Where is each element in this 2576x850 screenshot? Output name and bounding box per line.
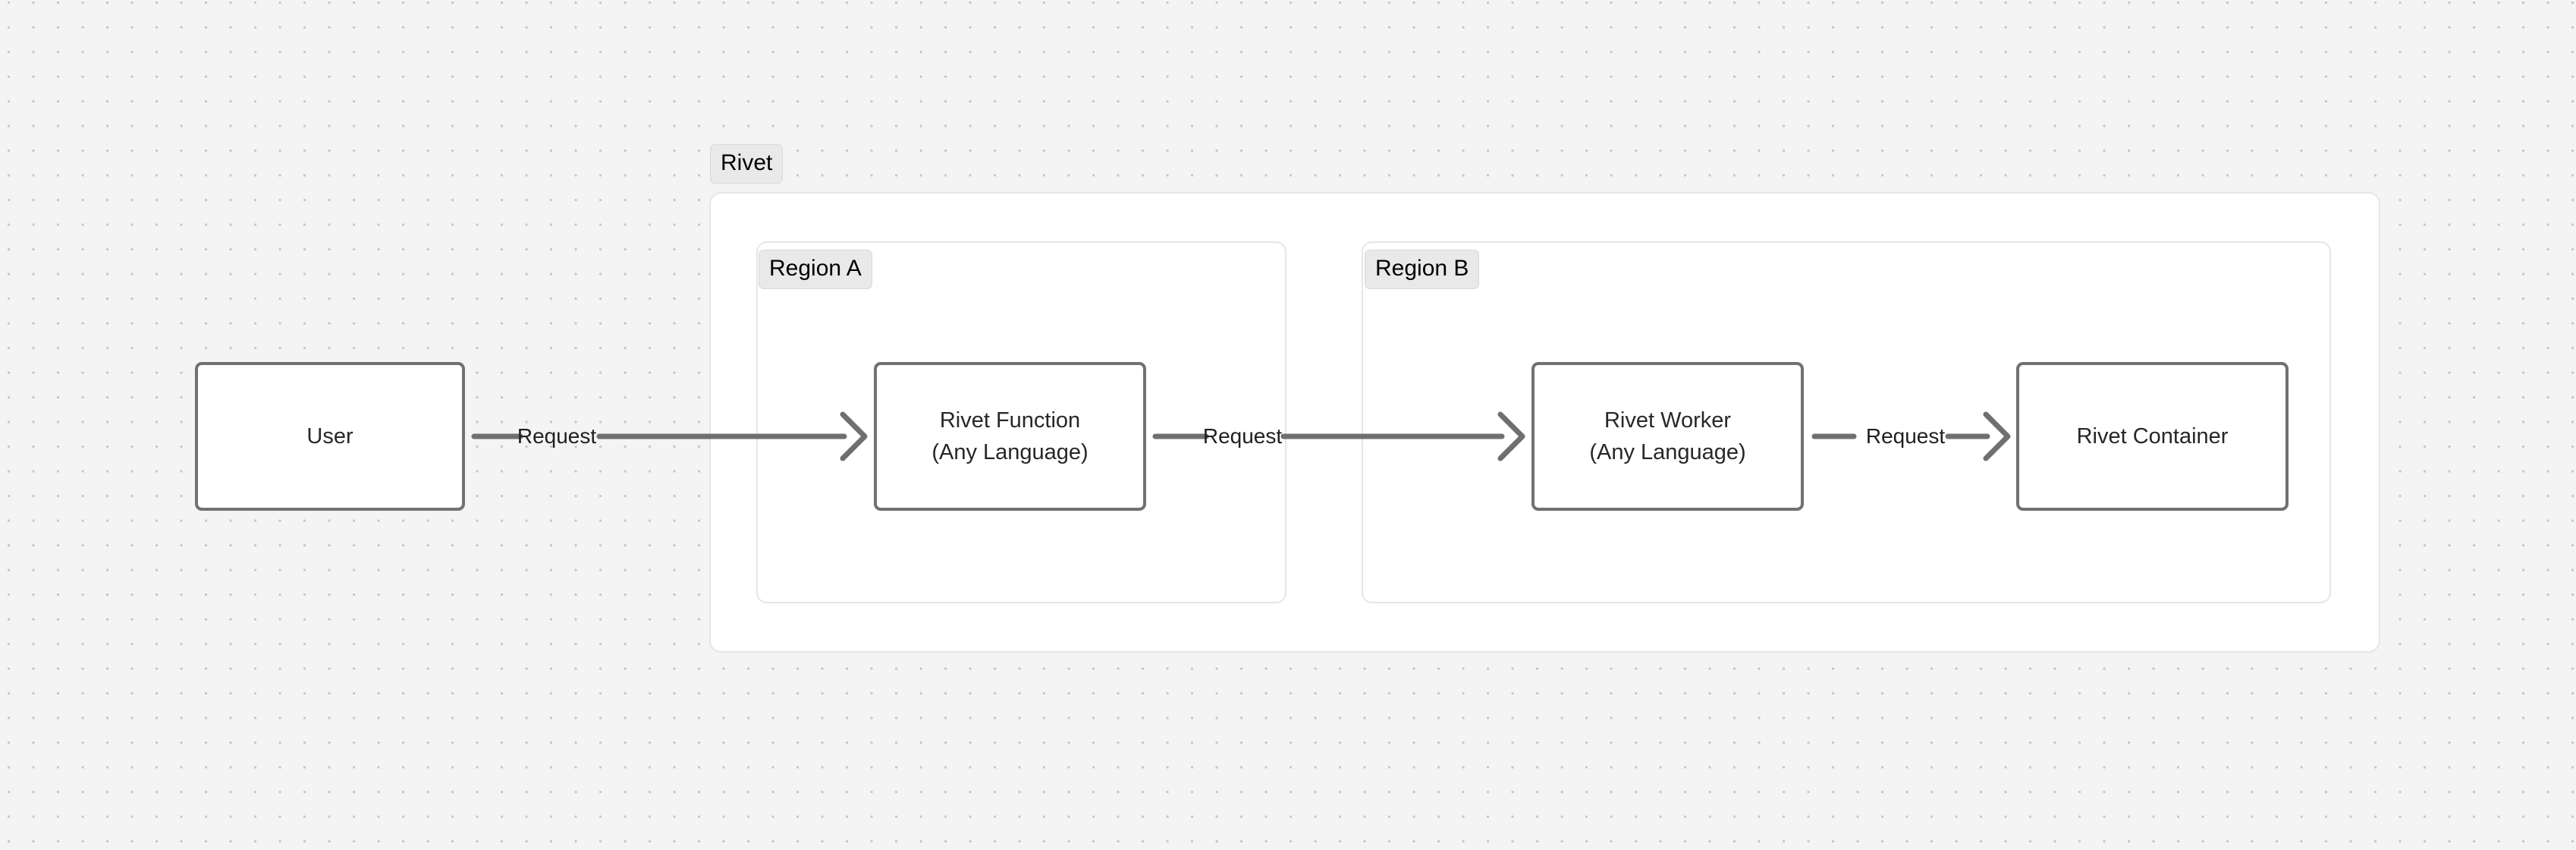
node-rivet-worker-line2: (Any Language) <box>1589 440 1746 464</box>
node-rivet-container-line1: Rivet Container <box>2076 423 2229 449</box>
edge-label-request-3: Request <box>1865 424 1946 448</box>
group-label-region-a: Region A <box>759 250 872 289</box>
node-user[interactable]: User <box>195 362 465 511</box>
node-rivet-worker-line1: Rivet Worker <box>1604 408 1732 433</box>
node-rivet-function-line2: (Any Language) <box>931 440 1089 464</box>
group-label-rivet: Rivet <box>710 144 784 184</box>
group-label-region-b: Region B <box>1365 250 1480 289</box>
node-user-line1: User <box>306 423 353 449</box>
edge-label-request-2: Request <box>1202 424 1283 448</box>
edge-label-request-1: Request <box>517 424 597 448</box>
node-rivet-worker[interactable]: Rivet Worker (Any Language) <box>1531 362 1804 511</box>
node-rivet-container[interactable]: Rivet Container <box>2016 362 2289 511</box>
node-rivet-function[interactable]: Rivet Function (Any Language) <box>874 362 1146 511</box>
node-rivet-function-line1: Rivet Function <box>939 408 1081 433</box>
